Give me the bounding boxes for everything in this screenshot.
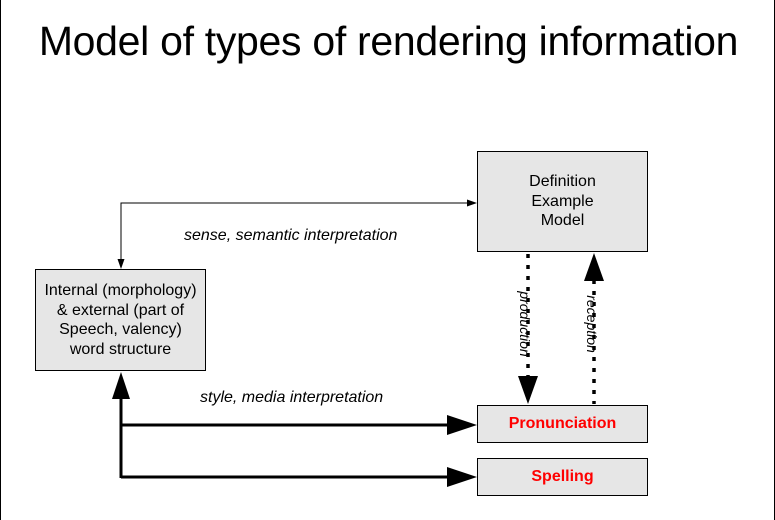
to-spelling-arrowhead: [447, 467, 477, 487]
to-pronunciation-arrowhead: [447, 415, 477, 435]
sense-edge-label: sense, semantic interpretation: [184, 227, 398, 244]
word-structure-node: Internal (morphology) & external (part o…: [35, 269, 206, 371]
sense-arrowhead-down: [117, 259, 125, 269]
production-edge-label: production: [517, 291, 533, 357]
diagram-title: Model of types of rendering information: [38, 18, 739, 64]
reception-arrowhead: [584, 253, 604, 281]
sense-connector: [120, 202, 467, 266]
pronunciation-node: Pronunciation: [477, 405, 648, 443]
definition-line-2: Example: [531, 192, 594, 210]
definition-line-1: Definition: [529, 173, 596, 191]
spelling-node: Spelling: [477, 458, 648, 496]
definition-line-3: Model: [540, 212, 585, 230]
word-structure-line-2: & external (part of: [56, 301, 185, 319]
word-structure-line-4: word structure: [69, 340, 172, 358]
word-structure-line-1: Internal (morphology): [44, 282, 197, 299]
sense-arrowhead-right: [467, 199, 477, 207]
style-edge-label: style, media interpretation: [200, 389, 384, 406]
word-structure-line-3: Speech, valency): [59, 321, 182, 338]
definition-node: Definition Example Model: [477, 151, 648, 252]
style-arrowhead-up: [112, 372, 130, 399]
production-arrowhead: [518, 376, 538, 404]
reception-edge-label: reception: [584, 295, 600, 353]
